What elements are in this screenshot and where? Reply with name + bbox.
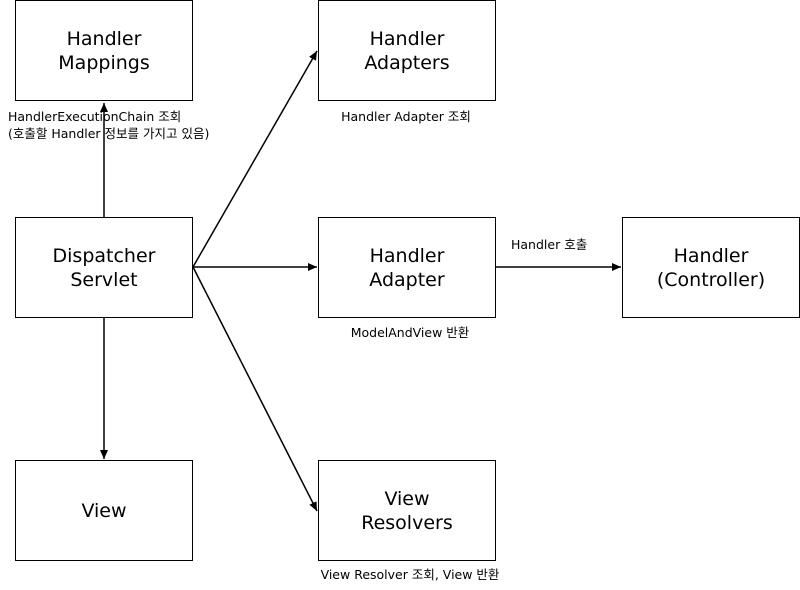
handler-adapter-line2: Adapter (369, 268, 445, 291)
model-and-view-return-label: ModelAndView 반환 (350, 325, 470, 340)
handler-adapters-line2: Adapters (364, 51, 450, 74)
handler-controller-line1: Handler (673, 244, 749, 267)
view-resolver-lookup-label: View Resolver 조회, View 반환 (320, 567, 500, 582)
handler-controller-box: Handler (Controller) (622, 217, 800, 318)
view-resolvers-line2: Resolvers (361, 511, 453, 534)
arrow-servlet-to-view-resolvers (192, 266, 318, 512)
dispatcher-servlet-line1: Dispatcher (52, 244, 156, 267)
handler-adapter-box: Handler Adapter (318, 217, 496, 318)
dispatcher-servlet-box: Dispatcher Servlet (15, 217, 193, 318)
arrow-servlet-to-adapters (192, 50, 318, 268)
handler-adapter-lookup-label: Handler Adapter 조회 (341, 109, 471, 124)
view-resolvers-line1: View (384, 487, 430, 510)
view-resolvers-box: View Resolvers (318, 460, 496, 561)
handler-adapter-line1: Handler (369, 244, 445, 267)
handler-mappings-box: Handler Mappings (15, 0, 193, 101)
handler-controller-line2: (Controller) (656, 268, 766, 291)
handler-mappings-line2: Mappings (58, 51, 150, 74)
handler-execution-chain-note: (호출할 Handler 정보를 가지고 있음) (8, 126, 210, 141)
view-box: View (15, 460, 193, 561)
handler-call-label: Handler 호출 (511, 237, 588, 252)
handler-adapters-line1: Handler (369, 27, 445, 50)
handler-execution-chain-label: HandlerExecutionChain 조회 (8, 109, 182, 124)
view-line1: View (81, 499, 127, 522)
handler-adapters-box: Handler Adapters (318, 0, 496, 101)
dispatcher-servlet-line2: Servlet (70, 268, 138, 291)
handler-mappings-line1: Handler (66, 27, 142, 50)
